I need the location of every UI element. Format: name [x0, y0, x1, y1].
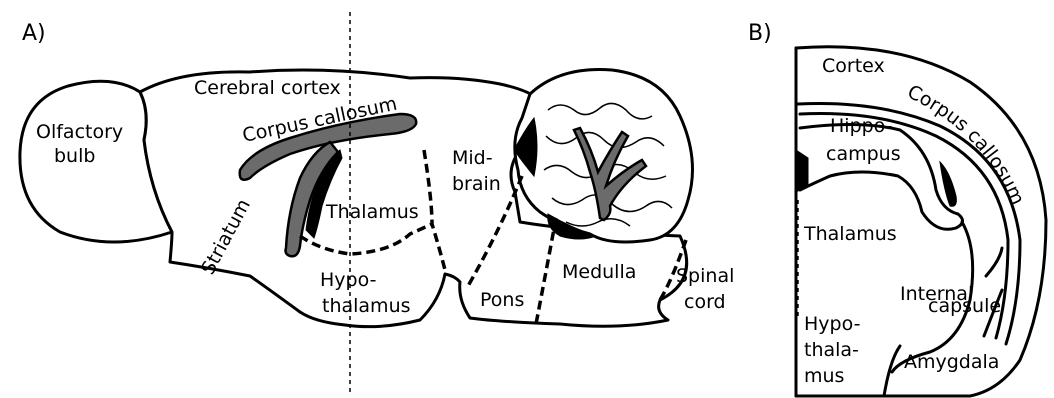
label-internal-capsule-line2: capsule [928, 295, 1001, 317]
label-olfactory-line2: bulb [54, 145, 95, 167]
label-cortex: Cortex [822, 55, 885, 77]
label-olfactory-line1: Olfactory [36, 121, 123, 143]
label-midbrain-line1: Mid- [452, 147, 493, 169]
label-coronal-hypo-line1: Hypo- [804, 313, 860, 335]
label-coronal-hypo-line2: thala- [804, 339, 859, 361]
label-coronal-hypo-line3: mus [804, 365, 844, 387]
panel-label-b: B) [748, 21, 772, 46]
label-hypothalamus-line1: Hypo- [320, 269, 376, 291]
label-medulla: Medulla [562, 261, 636, 283]
label-spinal-line1: Spinal [676, 265, 734, 287]
label-cerebral-cortex: Cerebral cortex [194, 77, 341, 99]
label-amygdala: Amygdala [904, 351, 999, 373]
label-spinal-line2: cord [684, 291, 726, 313]
label-hippocampus-line2: campus [826, 143, 901, 165]
label-thalamus: Thalamus [325, 201, 419, 223]
ventricle-dark-left [796, 150, 808, 192]
label-spinal-cord: Spinal cord [676, 265, 740, 313]
panel-label-a: A) [22, 21, 46, 46]
label-coronal-thalamus: Thalamus [803, 223, 897, 245]
label-midbrain-line2: brain [452, 173, 501, 195]
label-hypothalamus-line2: thalamus [322, 295, 411, 317]
label-hippocampus-line1: Hippo- [830, 115, 893, 137]
label-pons: Pons [480, 289, 524, 311]
